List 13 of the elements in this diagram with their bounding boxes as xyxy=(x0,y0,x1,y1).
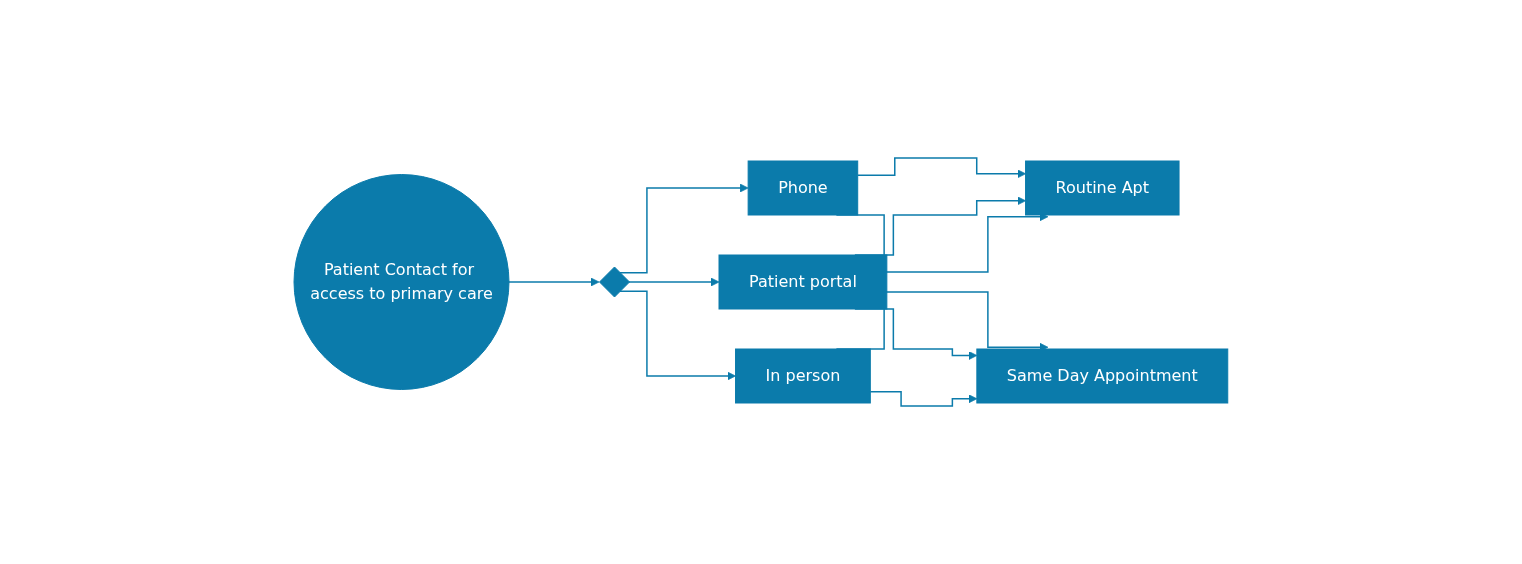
arrow xyxy=(857,157,1027,179)
node-box: Same Day Appointment xyxy=(976,348,1229,404)
node-box: In person xyxy=(735,348,871,404)
node-circle: Patient Contact for access to primary care xyxy=(293,174,510,390)
node-box: Phone xyxy=(747,160,859,216)
arrow xyxy=(508,277,600,287)
arrow xyxy=(869,390,978,407)
arrow xyxy=(619,290,737,381)
arrow xyxy=(628,277,720,287)
node-box: Patient portal xyxy=(718,254,888,310)
arrow xyxy=(619,183,749,274)
node-box: Routine Apt xyxy=(1025,160,1180,216)
node-diamond xyxy=(599,266,631,298)
